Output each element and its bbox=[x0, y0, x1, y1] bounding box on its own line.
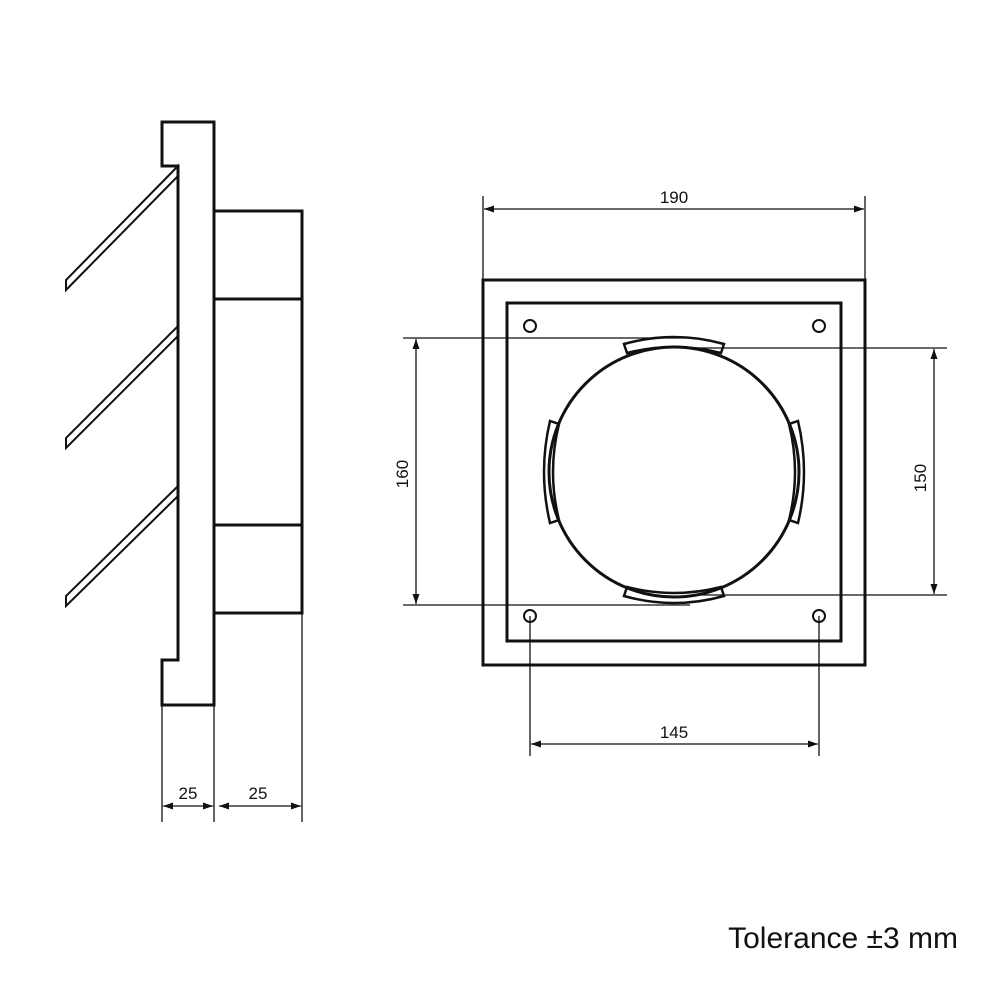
front-inner-frame bbox=[505, 301, 843, 643]
mount-hole-top-left bbox=[523, 319, 537, 333]
louver-slat-3 bbox=[65, 483, 179, 609]
mount-hole-top-right bbox=[812, 319, 826, 333]
duct-opening bbox=[547, 345, 801, 599]
side-flange-outline bbox=[160, 120, 216, 707]
dim-label-duct-depth: 25 bbox=[249, 784, 268, 803]
tolerance-note: Tolerance ±3 mm bbox=[728, 922, 958, 955]
lock-tab-bottom bbox=[622, 585, 726, 605]
louver-slat-2 bbox=[65, 323, 179, 451]
front-outer-frame bbox=[481, 278, 867, 667]
lock-tab-top bbox=[622, 335, 726, 355]
louver-slat-1 bbox=[65, 163, 179, 293]
side-view bbox=[65, 120, 304, 822]
lock-tab-left bbox=[542, 419, 561, 525]
lock-tab-right bbox=[787, 419, 806, 525]
side-spigot bbox=[212, 209, 304, 615]
dim-label-vertical-right: 150 bbox=[911, 464, 930, 492]
dim-label-outer-width: 190 bbox=[660, 188, 688, 207]
dim-label-hole-spacing: 145 bbox=[660, 723, 688, 742]
front-view bbox=[403, 196, 947, 756]
dim-label-flange-depth: 25 bbox=[179, 784, 198, 803]
dim-label-vertical-left: 160 bbox=[393, 460, 412, 488]
